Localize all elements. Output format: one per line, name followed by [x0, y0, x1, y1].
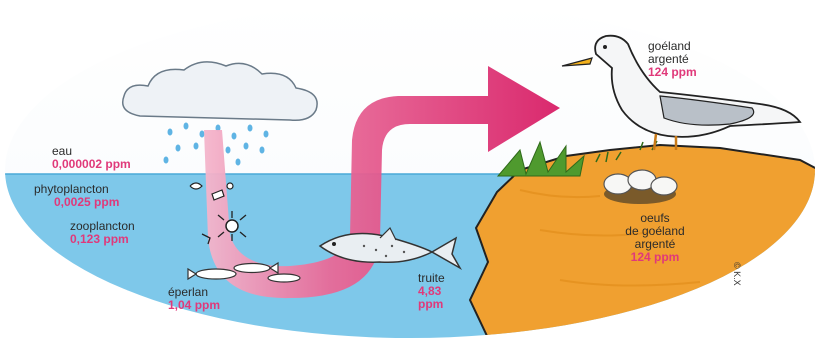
label-zooplankton-value: 0,123 ppm: [70, 233, 135, 246]
label-trout-value: 4,83 ppm: [418, 285, 458, 311]
label-gull: goéland argenté 124 ppm: [648, 40, 697, 79]
label-eggs: oeufs de goéland argenté 124 ppm: [610, 212, 700, 264]
label-smelt-value: 1,04 ppm: [168, 299, 220, 312]
label-water: eau 0,000002 ppm: [52, 145, 131, 171]
label-smelt: éperlan 1,04 ppm: [168, 286, 220, 312]
label-gull-value: 124 ppm: [648, 66, 697, 79]
label-eggs-value: 124 ppm: [610, 251, 700, 264]
credit-text: © K.X: [732, 262, 742, 286]
label-trout: truite 4,83 ppm: [418, 272, 458, 311]
label-water-value: 0,000002 ppm: [52, 158, 131, 171]
label-zooplankton: zooplancton 0,123 ppm: [70, 220, 135, 246]
label-phytoplankton-value: 0,0025 ppm: [34, 196, 119, 209]
label-phytoplankton: phytoplancton 0,0025 ppm: [34, 183, 119, 209]
